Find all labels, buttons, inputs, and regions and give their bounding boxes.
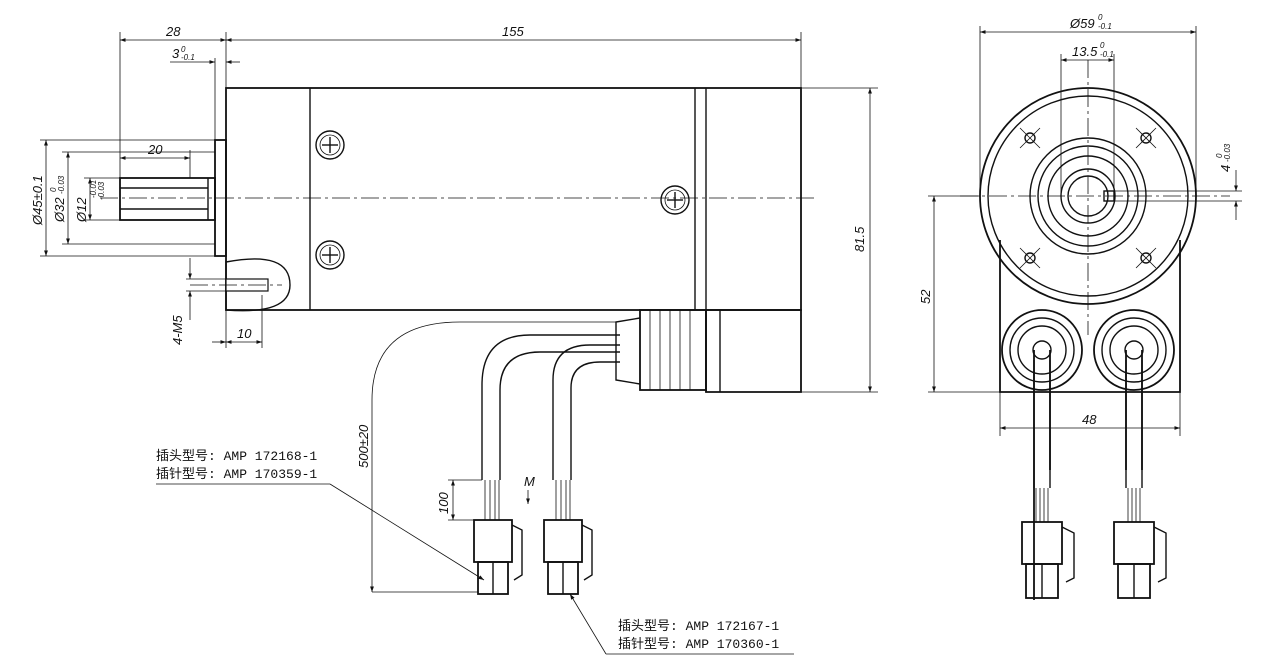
cable-right-outer bbox=[552, 344, 620, 480]
mount-block bbox=[999, 240, 1181, 393]
dim-155: 155 bbox=[226, 24, 802, 88]
dim-100-label: 100 bbox=[436, 492, 451, 514]
dim-48: 48 bbox=[999, 392, 1181, 436]
cable-gland bbox=[615, 309, 707, 391]
wires-left bbox=[484, 480, 500, 520]
pilot-inner bbox=[1037, 145, 1139, 247]
mount-hole-icon bbox=[1019, 247, 1041, 269]
dim-dia59-tol-up: 0 bbox=[1098, 13, 1103, 22]
marker-m-label: M bbox=[524, 474, 535, 489]
end-wires-right bbox=[1127, 488, 1141, 522]
dim-3-tol-low: -0.1 bbox=[181, 53, 195, 62]
dim-3-label: 3 bbox=[172, 46, 180, 61]
dim-500-label: 500±20 bbox=[356, 424, 371, 468]
dim-3: 3 0 -0.1 bbox=[170, 45, 240, 140]
mount-hole-icon bbox=[1019, 127, 1041, 149]
dim-dia32: Ø32 0 -0.03 bbox=[49, 151, 215, 245]
cable-right-inner bbox=[570, 361, 620, 480]
connector-left bbox=[473, 519, 523, 595]
dim-dia59: Ø59 0 -0.1 bbox=[979, 13, 1197, 196]
dim-52: 52 bbox=[918, 195, 1000, 393]
dim-13-5-tol-low: -0.1 bbox=[1100, 50, 1114, 59]
dim-dia12-label: Ø12 bbox=[74, 197, 89, 223]
dim-4m5: 4-M5 bbox=[170, 258, 228, 345]
note-a-housing: 插头型号: AMP 172168-1 bbox=[156, 449, 317, 464]
screw-icon bbox=[315, 240, 345, 270]
motor-shaft bbox=[119, 177, 216, 221]
hub-outer bbox=[1047, 155, 1129, 237]
dim-dia12-tol-up: -0.01 bbox=[89, 180, 98, 198]
end-wires-left bbox=[1035, 488, 1049, 522]
dim-key-4-tol-up: 0 bbox=[1215, 153, 1224, 158]
note-connector-b: 插头型号: AMP 172167-1 插针型号: AMP 170360-1 bbox=[569, 593, 794, 655]
dim-key-4: 4 0 -0.03 bbox=[1114, 143, 1242, 220]
dim-dia45-label: Ø45±0.1 bbox=[30, 175, 45, 226]
end-connector-left bbox=[1021, 521, 1075, 599]
pilot-outer bbox=[1029, 137, 1147, 255]
dim-key-4-tol-low: -0.03 bbox=[1223, 143, 1232, 162]
flange-inner bbox=[987, 95, 1189, 297]
mount-hole-icon bbox=[1135, 127, 1157, 149]
dim-3-tol-up: 0 bbox=[181, 45, 186, 54]
dim-4m5-label: 4-M5 bbox=[170, 315, 185, 345]
note-b-pin: 插针型号: AMP 170360-1 bbox=[618, 637, 779, 652]
dim-81-5: 81.5 bbox=[801, 87, 878, 393]
dim-key-4-label: 4 bbox=[1218, 165, 1233, 172]
dim-dia12-tol-low: -0.03 bbox=[97, 181, 106, 200]
side-view: 28 155 3 0 -0.1 20 10 bbox=[30, 24, 878, 655]
dim-81-5-label: 81.5 bbox=[852, 226, 867, 252]
wires-right bbox=[555, 480, 571, 520]
note-b-housing: 插头型号: AMP 172167-1 bbox=[618, 619, 779, 634]
cable-left-outer bbox=[481, 334, 620, 480]
cable-left-inner bbox=[499, 351, 620, 480]
note-a-pin: 插针型号: AMP 170359-1 bbox=[156, 467, 317, 482]
marker-m: M bbox=[524, 474, 535, 504]
cable-gland-end-right bbox=[1093, 309, 1175, 470]
screw-icon bbox=[315, 130, 345, 160]
screw-icon bbox=[660, 185, 690, 215]
end-view: Ø59 0 -0.1 13.5 0 -0.1 4 0 -0.03 52 bbox=[918, 13, 1242, 600]
dim-52-label: 52 bbox=[918, 289, 933, 304]
dim-100: 100 bbox=[436, 479, 482, 521]
connector-right bbox=[543, 519, 593, 595]
dim-20-label: 20 bbox=[147, 142, 163, 157]
dim-dia59-label: Ø59 bbox=[1069, 16, 1095, 31]
end-cable-right bbox=[1125, 360, 1143, 488]
dim-155-label: 155 bbox=[502, 24, 524, 39]
dim-dia32-label: Ø32 bbox=[52, 197, 67, 223]
dim-dia12: Ø12 -0.01 -0.03 bbox=[74, 177, 120, 223]
dim-500: 500±20 bbox=[356, 321, 616, 593]
dim-20: 20 bbox=[120, 142, 191, 178]
end-connector-right bbox=[1113, 521, 1167, 599]
cable-gland-end-left bbox=[1001, 309, 1083, 600]
shaft-inner bbox=[1067, 175, 1109, 217]
dim-dia32-tol-low: -0.03 bbox=[57, 175, 66, 194]
dim-13-5-tol-up: 0 bbox=[1100, 41, 1105, 50]
dim-dia59-tol-low: -0.1 bbox=[1098, 22, 1112, 31]
note-connector-a: 插头型号: AMP 172168-1 插针型号: AMP 170359-1 bbox=[156, 449, 485, 581]
dim-48-label: 48 bbox=[1082, 412, 1097, 427]
dim-13-5-label: 13.5 bbox=[1072, 44, 1098, 59]
dim-dia45: Ø45±0.1 bbox=[30, 139, 215, 257]
dim-28-label: 28 bbox=[165, 24, 181, 39]
dim-10: 10 bbox=[212, 295, 263, 348]
motor-body bbox=[225, 87, 802, 311]
mount-hole-icon bbox=[1135, 247, 1157, 269]
dim-13-5: 13.5 0 -0.1 bbox=[1060, 41, 1115, 196]
dim-dia32-tol-up: 0 bbox=[49, 187, 58, 192]
end-cable-left bbox=[1033, 360, 1051, 488]
dim-10-label: 10 bbox=[237, 326, 252, 341]
threaded-hole-section bbox=[225, 258, 291, 312]
